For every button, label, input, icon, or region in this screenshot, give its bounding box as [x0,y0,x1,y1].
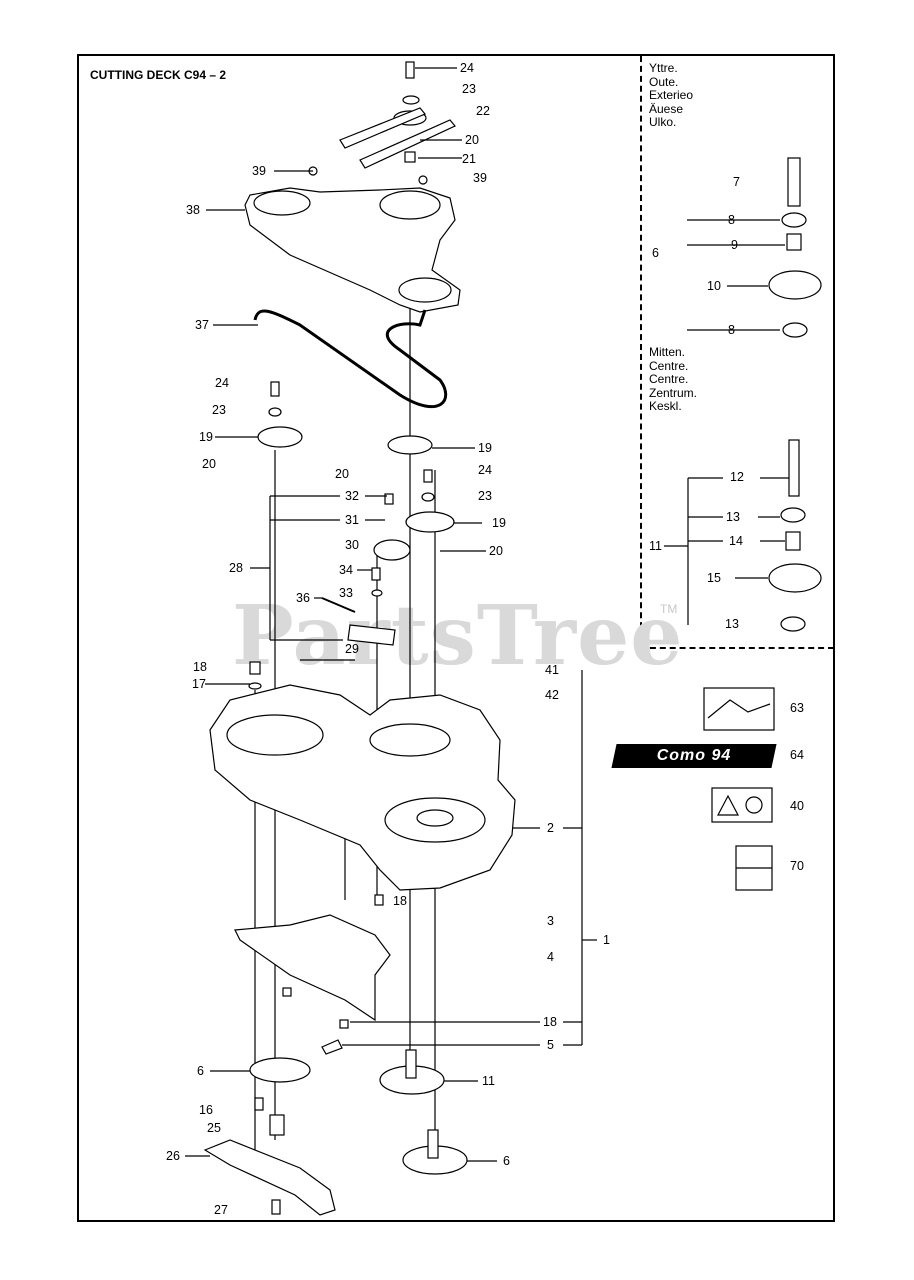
watermark-trademark: TM [660,602,678,616]
deck-baffle [234,914,391,1022]
leader-lines [185,67,597,1162]
callout-23: 23 [478,489,492,503]
cutting-blade [203,1139,336,1216]
callout-8: 8 [728,213,735,227]
callout-19: 19 [492,516,506,530]
callout-25: 25 [207,1121,221,1135]
inset-spindle-center [664,439,822,632]
callout-38: 38 [186,203,200,217]
callout-30: 30 [345,538,359,552]
callout-39: 39 [252,164,266,178]
callout-23: 23 [212,403,226,417]
callout-20: 20 [489,544,503,558]
inset-divider-vertical [640,56,642,648]
fasteners [248,567,384,1215]
callout-24: 24 [478,463,492,477]
callout-64: 64 [790,748,804,762]
callout-6: 6 [652,246,659,260]
callout-13: 13 [725,617,739,631]
callout-24: 24 [215,376,229,390]
callout-34: 34 [339,563,353,577]
callout-10: 10 [707,279,721,293]
callout-11: 11 [482,1074,495,1088]
callout-20: 20 [335,467,349,481]
callout-28: 28 [229,561,243,575]
decal-63 [703,687,775,731]
callout-16: 16 [199,1103,213,1117]
callout-5: 5 [547,1038,554,1052]
tensioner-bracket [347,624,396,646]
callout-41: 41 [545,663,559,677]
callout-24: 24 [460,61,474,75]
callout-6: 6 [503,1154,510,1168]
callout-31: 31 [345,513,359,527]
callout-22: 22 [476,104,490,118]
assembly-center-lines [254,210,436,1160]
callout-17: 17 [192,677,206,691]
callout-20: 20 [202,457,216,471]
callout-6: 6 [197,1064,204,1078]
callout-42: 42 [545,688,559,702]
callout-33: 33 [339,586,353,600]
decal-70 [735,845,773,891]
callout-18: 18 [393,894,407,908]
mower-deck [209,684,516,891]
callout-8: 8 [728,323,735,337]
callout-23: 23 [462,82,476,96]
callout-3: 3 [547,914,554,928]
callout-4: 4 [547,950,554,964]
callout-39: 39 [473,171,487,185]
pulleys [257,381,455,561]
callout-18: 18 [193,660,207,674]
callout-19: 19 [199,430,213,444]
callout-27: 27 [214,1203,228,1217]
callout-37: 37 [195,318,209,332]
decal-como-94: Como 94 [611,744,777,768]
diagram-frame [77,54,835,1222]
callout-14: 14 [729,534,743,548]
callout-9: 9 [731,238,738,252]
top-pulley [339,61,456,169]
callout-32: 32 [345,489,359,503]
callout-63: 63 [790,701,804,715]
callout-40: 40 [790,799,804,813]
inset-center-heading: Mitten.Centre.Centre.Zentrum.Keskl. [649,345,698,413]
callout-70: 70 [790,859,804,873]
callout-11: 11 [649,539,662,553]
callout-26: 26 [166,1149,180,1163]
callout-2: 2 [547,821,554,835]
callout-18: 18 [543,1015,557,1029]
watermark: PartsTree [232,588,684,684]
callout-13: 13 [726,510,740,524]
inset-divider-horizontal [640,647,834,649]
callout-15: 15 [707,571,721,585]
callout-20: 20 [465,133,479,147]
diagram-title: CUTTING DECK C94 – 2 [90,68,227,82]
callout-7: 7 [733,175,740,189]
callout-21: 21 [462,152,476,166]
spindle-housings [249,1049,468,1175]
inset-spindle-outer [687,157,822,338]
callout-36: 36 [296,591,310,605]
drive-belt [253,309,448,409]
decal-40 [711,787,773,823]
callout-12: 12 [730,470,744,484]
callout-1: 1 [603,933,610,947]
callout-29: 29 [345,642,359,656]
callout-19: 19 [478,441,492,455]
